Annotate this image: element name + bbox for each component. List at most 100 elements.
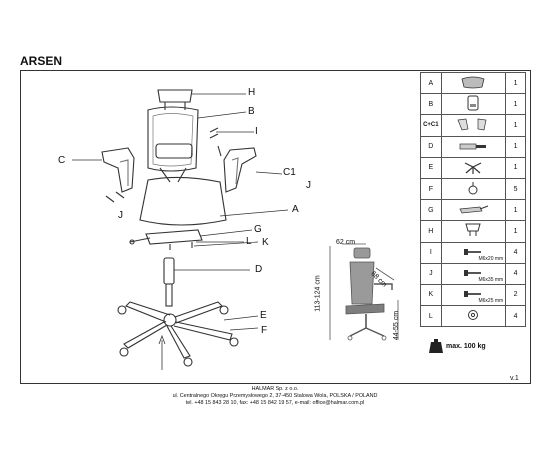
part-code: D bbox=[420, 135, 442, 158]
label-c: C bbox=[58, 155, 66, 166]
dim-height: 113-124 cm bbox=[314, 275, 322, 312]
part-code: C+C1 bbox=[420, 114, 442, 137]
washer-icon bbox=[467, 310, 479, 323]
label-c1: C1 bbox=[283, 167, 296, 178]
part-code: K bbox=[420, 283, 442, 307]
exploded-diagram bbox=[72, 89, 289, 370]
label-b: B bbox=[248, 106, 255, 117]
part-quantity: 1 bbox=[505, 114, 526, 137]
dim-seat-height: 44-55 cm bbox=[393, 310, 401, 341]
casters-drawing bbox=[117, 305, 239, 367]
part-image bbox=[440, 114, 507, 137]
gas-lift-icon bbox=[458, 143, 488, 153]
label-g: G bbox=[254, 224, 262, 235]
part-image: M6x25 mm bbox=[440, 283, 507, 307]
backrest-icon bbox=[465, 95, 481, 113]
part-code: F bbox=[420, 177, 442, 201]
part-image bbox=[440, 156, 507, 179]
version-label: v.1 bbox=[510, 375, 519, 382]
label-k: K bbox=[262, 237, 269, 248]
part-image bbox=[440, 305, 507, 328]
caster-icon bbox=[466, 182, 480, 197]
screws-j-drawing bbox=[105, 191, 125, 203]
part-image bbox=[440, 199, 507, 222]
part-quantity: 4 bbox=[505, 262, 526, 285]
part-image: M6x20 mm bbox=[440, 241, 507, 264]
label-d: D bbox=[255, 264, 263, 275]
part-image bbox=[440, 220, 507, 243]
part-quantity: 4 bbox=[505, 241, 526, 264]
weight-icon bbox=[429, 339, 443, 353]
footer-address: ul. Centralnego Okręgu Przemysłowego 2, … bbox=[172, 393, 378, 399]
headrest-icon bbox=[463, 223, 483, 239]
part-image bbox=[440, 177, 507, 201]
label-j-right: J bbox=[306, 180, 311, 191]
footer-company: HALMAR Sp. z o.o. bbox=[251, 386, 299, 392]
part-quantity: 1 bbox=[505, 199, 526, 222]
label-j-left: J bbox=[118, 210, 123, 221]
gas-lift-drawing bbox=[163, 257, 175, 307]
right-armrest-drawing bbox=[223, 147, 257, 193]
part-code: A bbox=[420, 71, 442, 95]
part-quantity: 1 bbox=[505, 156, 526, 179]
mechanism-icon bbox=[456, 205, 490, 217]
bolt-size: M6x20 mm bbox=[478, 255, 504, 262]
star-base-drawing bbox=[123, 301, 233, 359]
armrest-icon bbox=[456, 119, 490, 133]
instruction-frame bbox=[20, 70, 531, 384]
part-quantity: 2 bbox=[505, 283, 526, 307]
part-quantity: 1 bbox=[505, 93, 526, 116]
headrest-drawing bbox=[157, 89, 193, 110]
part-image bbox=[440, 71, 507, 95]
label-i: I bbox=[255, 126, 258, 137]
backrest-drawing bbox=[147, 106, 199, 183]
bolt-size: M6x25 mm bbox=[478, 298, 504, 305]
part-quantity: 1 bbox=[505, 220, 526, 243]
parts-row: C+C1 1 bbox=[420, 114, 526, 137]
label-l: L bbox=[246, 236, 252, 247]
part-quantity: 4 bbox=[505, 305, 526, 328]
part-quantity: 5 bbox=[505, 177, 526, 201]
label-h: H bbox=[248, 87, 256, 98]
bolt-icon bbox=[463, 290, 483, 300]
seat-drawing bbox=[139, 176, 227, 226]
part-code: G bbox=[420, 199, 442, 222]
dim-width: 62 cm bbox=[336, 239, 356, 246]
screws-i-drawing bbox=[209, 127, 219, 139]
label-e: E bbox=[260, 310, 267, 321]
part-image bbox=[440, 135, 507, 158]
footer-contact: tel. +48 15 843 28 10, fax: +48 15 842 1… bbox=[185, 400, 365, 406]
bolt-size: M6x35 mm bbox=[478, 276, 504, 283]
part-quantity: 1 bbox=[505, 71, 526, 95]
mechanism-drawing bbox=[129, 229, 203, 250]
part-code: H bbox=[420, 220, 442, 243]
star-base-icon bbox=[463, 162, 483, 177]
part-image: M6x35 mm bbox=[440, 262, 507, 285]
part-code: J bbox=[420, 262, 442, 285]
bolt-icon bbox=[463, 269, 483, 279]
label-a: A bbox=[292, 204, 299, 215]
left-armrest-drawing bbox=[101, 147, 135, 193]
label-f: F bbox=[261, 325, 268, 336]
max-weight: max. 100 kg bbox=[446, 343, 486, 350]
part-code: E bbox=[420, 156, 442, 179]
part-code: I bbox=[420, 241, 442, 264]
product-title: ARSEN bbox=[20, 54, 63, 68]
part-code: L bbox=[420, 305, 442, 328]
bolt-icon bbox=[463, 248, 483, 258]
part-image bbox=[440, 93, 507, 116]
part-quantity: 1 bbox=[505, 135, 526, 158]
seat-icon bbox=[458, 76, 488, 91]
